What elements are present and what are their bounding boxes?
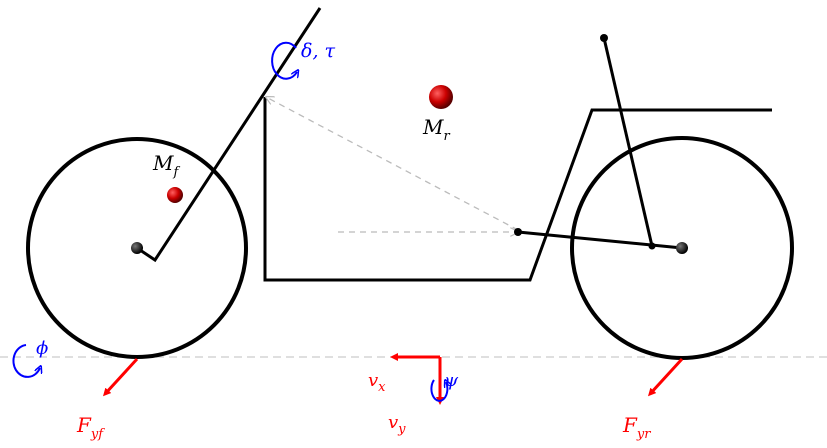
front-tire-force-arrow	[102, 357, 139, 397]
seat-bottom-joint	[648, 242, 656, 250]
frame-body	[263, 97, 772, 282]
yaw-rotation-icon	[430, 380, 447, 402]
vx-label: vx	[368, 370, 386, 395]
front-hub	[131, 242, 143, 254]
guide-arrow-to-steer-axis	[266, 97, 519, 231]
rear-mass-label: Mr	[422, 115, 450, 144]
front-wheel	[26, 137, 248, 359]
steer-rotation-icon	[271, 41, 297, 80]
rear-tire-force-label: Fyr	[622, 413, 651, 442]
steering-fork	[136, 7, 322, 263]
seat-post	[602, 37, 654, 247]
front-tire-force-label: Fyf	[76, 413, 105, 442]
steer-label: δ, τ	[301, 40, 336, 62]
yaw-label: ψ	[444, 370, 459, 391]
arm-joint	[514, 228, 522, 236]
roll-label: ϕ	[36, 338, 48, 359]
rear-mass	[429, 85, 453, 109]
front-mass	[167, 187, 183, 203]
rear-hub	[676, 242, 688, 254]
rear-tire-force-arrow	[647, 357, 684, 397]
front-mass-label: Mf	[152, 151, 180, 180]
rear-wheel	[570, 136, 794, 360]
vy-label: vy	[388, 412, 406, 437]
seat-top-joint	[600, 34, 608, 42]
roll-rotation-icon	[12, 344, 40, 378]
